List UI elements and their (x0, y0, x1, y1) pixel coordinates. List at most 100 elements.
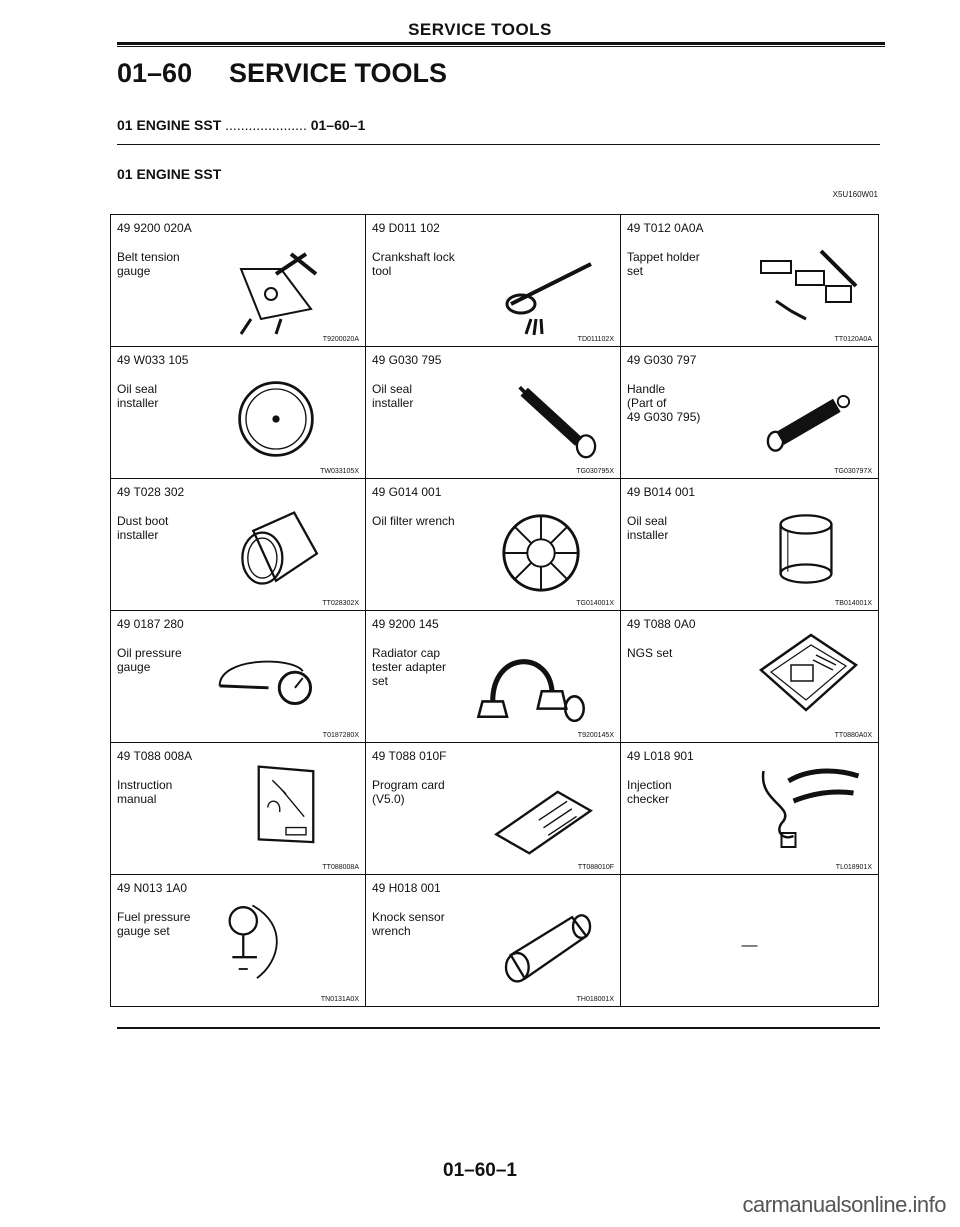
tool-name: Oil seal installer (372, 382, 414, 410)
watermark: carmanualsonline.info (742, 1192, 946, 1217)
tool-name: Injection checker (627, 778, 672, 806)
section-number: 01–60 (117, 58, 193, 88)
figure-code: T0187280X (322, 732, 359, 739)
oil-seal-installer-icon (238, 381, 314, 457)
page-title: 01–60 SERVICE TOOLS (117, 58, 447, 89)
figure-code: TT0120A0A (834, 336, 872, 343)
tool-part-number: 49 D011 102 (372, 221, 440, 235)
figure-code: TG014001X (576, 600, 614, 607)
tool-part-number: 49 T088 008A (117, 749, 193, 763)
oil-seal-installer-rod-icon (506, 375, 606, 463)
figure-code: TW033105X (320, 468, 359, 475)
tool-name: Knock sensor wrench (372, 910, 445, 938)
header-rule-thin (117, 46, 885, 47)
toc-entry[interactable]: 01 ENGINE SST ..................... 01–6… (117, 117, 365, 133)
ngs-set-case-icon (759, 633, 858, 712)
tool-cell: — (620, 874, 879, 1007)
tool-part-number: 49 T028 302 (117, 485, 185, 499)
figure-code: TH018001X (576, 996, 614, 1003)
figure-code: TT0880A0X (834, 732, 872, 739)
section-rule (117, 144, 880, 145)
tool-part-number: 49 H018 001 (372, 881, 441, 895)
page-header: SERVICE TOOLS (408, 20, 552, 39)
footer-rule (117, 1027, 880, 1029)
radiator-cap-adapter-icon (471, 635, 586, 727)
figure-code: TT088010F (577, 864, 614, 871)
fuel-pressure-gauge-icon (228, 903, 279, 980)
injection-checker-icon (751, 761, 866, 851)
tool-name: Belt tension gauge (117, 250, 180, 278)
tool-part-number: 49 T088 0A0 (627, 617, 696, 631)
tool-name: Radiator cap tester adapter set (372, 646, 447, 688)
header-rule (117, 42, 885, 45)
tool-name: Oil pressure gauge (117, 646, 182, 674)
tool-name: Tappet holder set (627, 250, 700, 278)
figure-code: TB014001X (835, 600, 872, 607)
doc-code: X5U160W01 (832, 190, 878, 199)
oil-seal-installer-cup-icon (779, 514, 833, 584)
tool-name: Dust boot installer (117, 514, 169, 542)
toc-page: 01–60–1 (310, 117, 366, 133)
belt-tension-gauge-icon (239, 252, 318, 336)
oil-filter-wrench-icon (502, 514, 580, 592)
figure-code: TD011102X (577, 336, 614, 343)
figure-code: TT088008A (322, 864, 359, 871)
section-title: SERVICE TOOLS (229, 58, 448, 88)
tool-part-number: 49 N013 1A0 (117, 881, 188, 895)
tool-part-number: 49 9200 020A (117, 221, 192, 235)
empty-cell-mark: — (741, 937, 758, 954)
toc-leader: ..................... (221, 117, 311, 133)
handle-icon (756, 377, 861, 462)
tool-name: Crankshaft lock tool (372, 250, 455, 278)
tool-part-number: 49 G030 797 (627, 353, 697, 367)
figure-code: TG030795X (576, 468, 614, 475)
instruction-manual-icon (257, 765, 315, 844)
tool-part-number: 49 T088 010F (372, 749, 447, 763)
tool-name: Handle (Part of 49 G030 795) (627, 382, 701, 424)
figure-code: T9200020A (322, 336, 359, 343)
knock-sensor-wrench-icon (504, 913, 592, 983)
toc-entry-label: 01 ENGINE SST (117, 117, 222, 133)
tool-name: NGS set (627, 646, 673, 660)
oil-pressure-gauge-icon (218, 660, 313, 706)
figure-code: TN0131A0X (320, 996, 359, 1003)
crankshaft-lock-tool-icon (505, 262, 593, 337)
tappet-holder-set-icon (759, 249, 858, 321)
figure-code: TL018901X (835, 864, 872, 871)
tool-part-number: 49 B014 001 (627, 485, 696, 499)
figure-code: TT028302X (322, 600, 359, 607)
tool-part-number: 49 T012 0A0A (627, 221, 704, 235)
program-card-icon (494, 790, 593, 855)
tool-name: Oil filter wrench (372, 514, 455, 528)
page-number: 01–60–1 (443, 1160, 517, 1181)
tool-name: Fuel pressure gauge set (117, 910, 191, 938)
tool-name: Oil seal installer (627, 514, 669, 542)
dust-boot-installer-icon (241, 511, 319, 585)
tool-part-number: 49 W033 105 (117, 353, 189, 367)
tool-part-number: 49 L018 901 (627, 749, 694, 763)
figure-code: TG030797X (834, 468, 872, 475)
tool-part-number: 49 9200 145 (372, 617, 439, 631)
tool-name: Instruction manual (117, 778, 173, 806)
